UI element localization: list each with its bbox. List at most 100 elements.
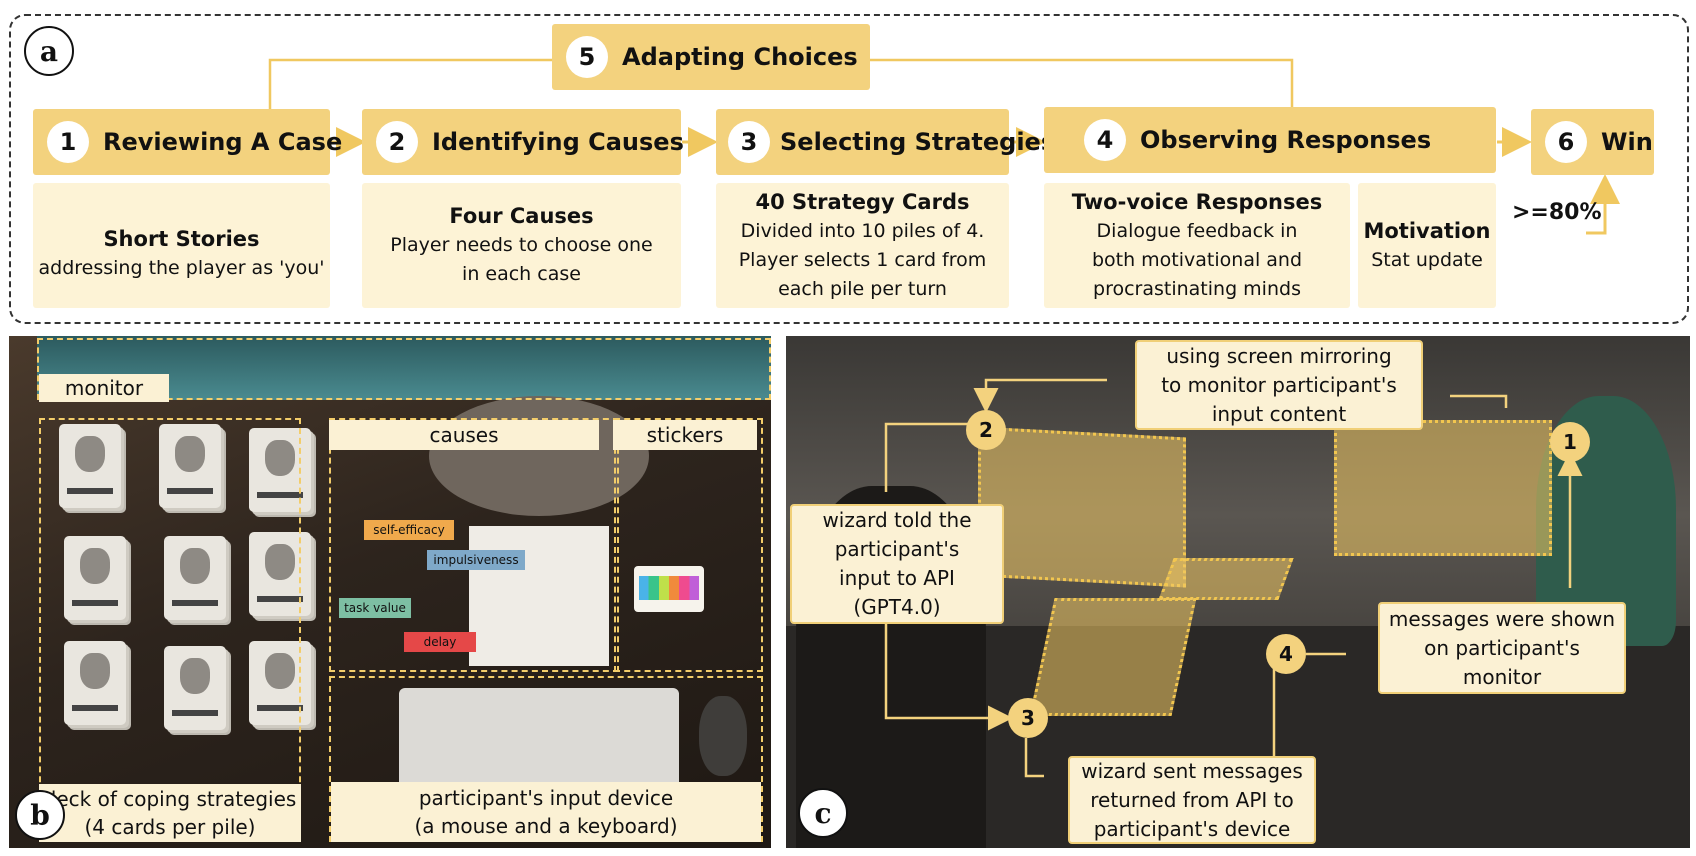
loop-line-right <box>870 58 1294 108</box>
desc-strategy-cards: 40 Strategy Cards Divided into 10 piles … <box>716 183 1009 308</box>
badge-2: 2 <box>966 410 1006 450</box>
desc-line: Stat update <box>1371 248 1483 271</box>
line-to-laptop <box>884 580 1013 731</box>
sticker-delay: delay <box>404 632 476 652</box>
deck-label: deck of coping strategies (4 cards per p… <box>39 784 301 842</box>
deck-region <box>39 418 301 842</box>
desc-title: Four Causes <box>449 204 594 228</box>
cause-sheet-image <box>469 526 609 666</box>
callout-line: returned from API to <box>1090 787 1294 812</box>
panel-a-frame <box>9 14 1689 324</box>
coping-card <box>164 536 226 620</box>
desc-line: each pile per turn <box>778 277 947 300</box>
monitor-label: monitor <box>39 374 169 402</box>
callout-line: monitor <box>1462 664 1542 689</box>
callout-line: wizard told the <box>822 508 972 532</box>
line-wizard-told <box>884 422 980 492</box>
desc-line: Player needs to choose one <box>390 234 653 256</box>
input-label-line: (a mouse and a keyboard) <box>414 814 678 838</box>
mouse-image <box>699 696 747 776</box>
step-number: 2 <box>376 121 418 163</box>
step-label: Reviewing A Case <box>103 128 343 156</box>
win-threshold-label: >=80% <box>1512 200 1602 225</box>
desc-line: Dialogue feedback in <box>1096 219 1298 242</box>
step-label: Observing Responses <box>1140 126 1432 154</box>
desc-title: Short Stories <box>103 226 260 251</box>
keyboard-image <box>399 688 679 788</box>
desc-short-stories: Short Stories addressing the player as '… <box>33 183 330 308</box>
callout-line: (GPT4.0) <box>853 595 941 619</box>
sticker-self-efficacy: self-efficacy <box>364 520 454 540</box>
step-1-reviewing-a-case: 1 Reviewing A Case <box>33 109 342 175</box>
step-5-adapting-choices: 5 Adapting Choices <box>552 24 870 90</box>
step-number: 4 <box>1084 119 1126 161</box>
desc-title: Motivation <box>1363 218 1491 243</box>
desc-line: procrastinating minds <box>1093 277 1301 300</box>
monitor-region <box>37 338 771 400</box>
panel-a-letter: a <box>24 26 74 76</box>
callout-line: wizard sent messages <box>1081 758 1303 783</box>
callout-line: input to API <box>839 566 955 590</box>
desc-line: Divided into 10 piles of 4. <box>740 219 985 242</box>
step-label: Selecting Strategies <box>780 128 1056 156</box>
step-4-observing-responses: 4 Observing Responses <box>1044 107 1496 173</box>
badge-1: 1 <box>1550 422 1590 462</box>
line-sent <box>1024 738 1044 778</box>
causes-region <box>329 418 619 672</box>
desc-title: Two-voice Responses <box>1071 189 1323 214</box>
deck-label-line: (4 cards per pile) <box>84 815 256 839</box>
step-label: Win <box>1601 128 1653 156</box>
badge-4: 4 <box>1266 634 1306 674</box>
desc-four-causes: Four Causes Player needs to choose one i… <box>362 183 681 308</box>
line-mirroring <box>1450 394 1508 408</box>
callout-line: participant's device <box>1093 816 1291 841</box>
coping-card <box>159 424 221 508</box>
step-number: 3 <box>728 121 770 163</box>
step-label: Adapting Choices <box>622 43 858 71</box>
step-6-win: 6 Win <box>1531 109 1654 175</box>
causes-label: causes <box>329 420 599 450</box>
step-number: 6 <box>1545 121 1587 163</box>
callout-line: input content <box>1211 401 1347 426</box>
line-mirroring-left <box>973 378 1107 413</box>
desc-line: addressing the player as 'you' <box>38 256 325 279</box>
participant-monitor-highlight <box>1334 420 1552 556</box>
callout-line: to monitor participant's <box>1161 372 1397 397</box>
callout-wizard-told: wizard told the participant's input to A… <box>790 504 1004 624</box>
panel-c-letter: c <box>798 788 848 838</box>
sticker-task-value: task value <box>339 598 411 618</box>
win-arrow <box>1586 174 1620 235</box>
stickers-region <box>614 418 763 672</box>
desc-line: in each case <box>462 263 581 285</box>
loop-line <box>268 58 553 110</box>
desc-title: 40 Strategy Cards <box>755 189 970 214</box>
callout-line: on participant's <box>1424 635 1580 660</box>
input-device-label: participant's input device (a mouse and … <box>331 782 761 842</box>
coping-card <box>64 641 126 725</box>
callout-line: messages were shown <box>1388 606 1616 631</box>
coping-card <box>59 424 121 508</box>
flow-connectors <box>268 58 1620 235</box>
desc-two-voice-responses: Two-voice Responses Dialogue feedback in… <box>1044 183 1350 308</box>
panel-b-letter: b <box>15 790 65 840</box>
callout-line: participant's <box>834 537 960 561</box>
callout-messages-shown: messages were shown on participant's mon… <box>1378 602 1626 694</box>
stickers-label: stickers <box>613 420 757 450</box>
desc-line: both motivational and <box>1091 248 1303 271</box>
callout-screen-mirroring: using screen mirroring to monitor partic… <box>1135 340 1423 430</box>
panel-c-photo: 1 2 3 4 using screen mirroring to monito… <box>786 336 1690 848</box>
coping-card <box>64 536 126 620</box>
input-label-line: participant's input device <box>418 786 674 810</box>
step-number: 1 <box>47 121 89 163</box>
deck-label-line: deck of coping strategies <box>43 787 297 811</box>
panel-c-connectors <box>884 378 1583 800</box>
panel-b-photo: self-efficacy impulsiveness task value d… <box>9 336 771 848</box>
sticker-colors-image <box>639 576 699 600</box>
desc-motivation: Motivation Stat update <box>1358 183 1496 308</box>
callout-line: using screen mirroring <box>1166 343 1392 368</box>
monitor-stand-image <box>429 396 649 516</box>
desc-line: Player selects 1 card from <box>738 248 987 271</box>
badge-3: 3 <box>1008 698 1048 738</box>
coping-card <box>164 646 226 730</box>
step-2-identifying-causes: 2 Identifying Causes <box>362 109 684 175</box>
